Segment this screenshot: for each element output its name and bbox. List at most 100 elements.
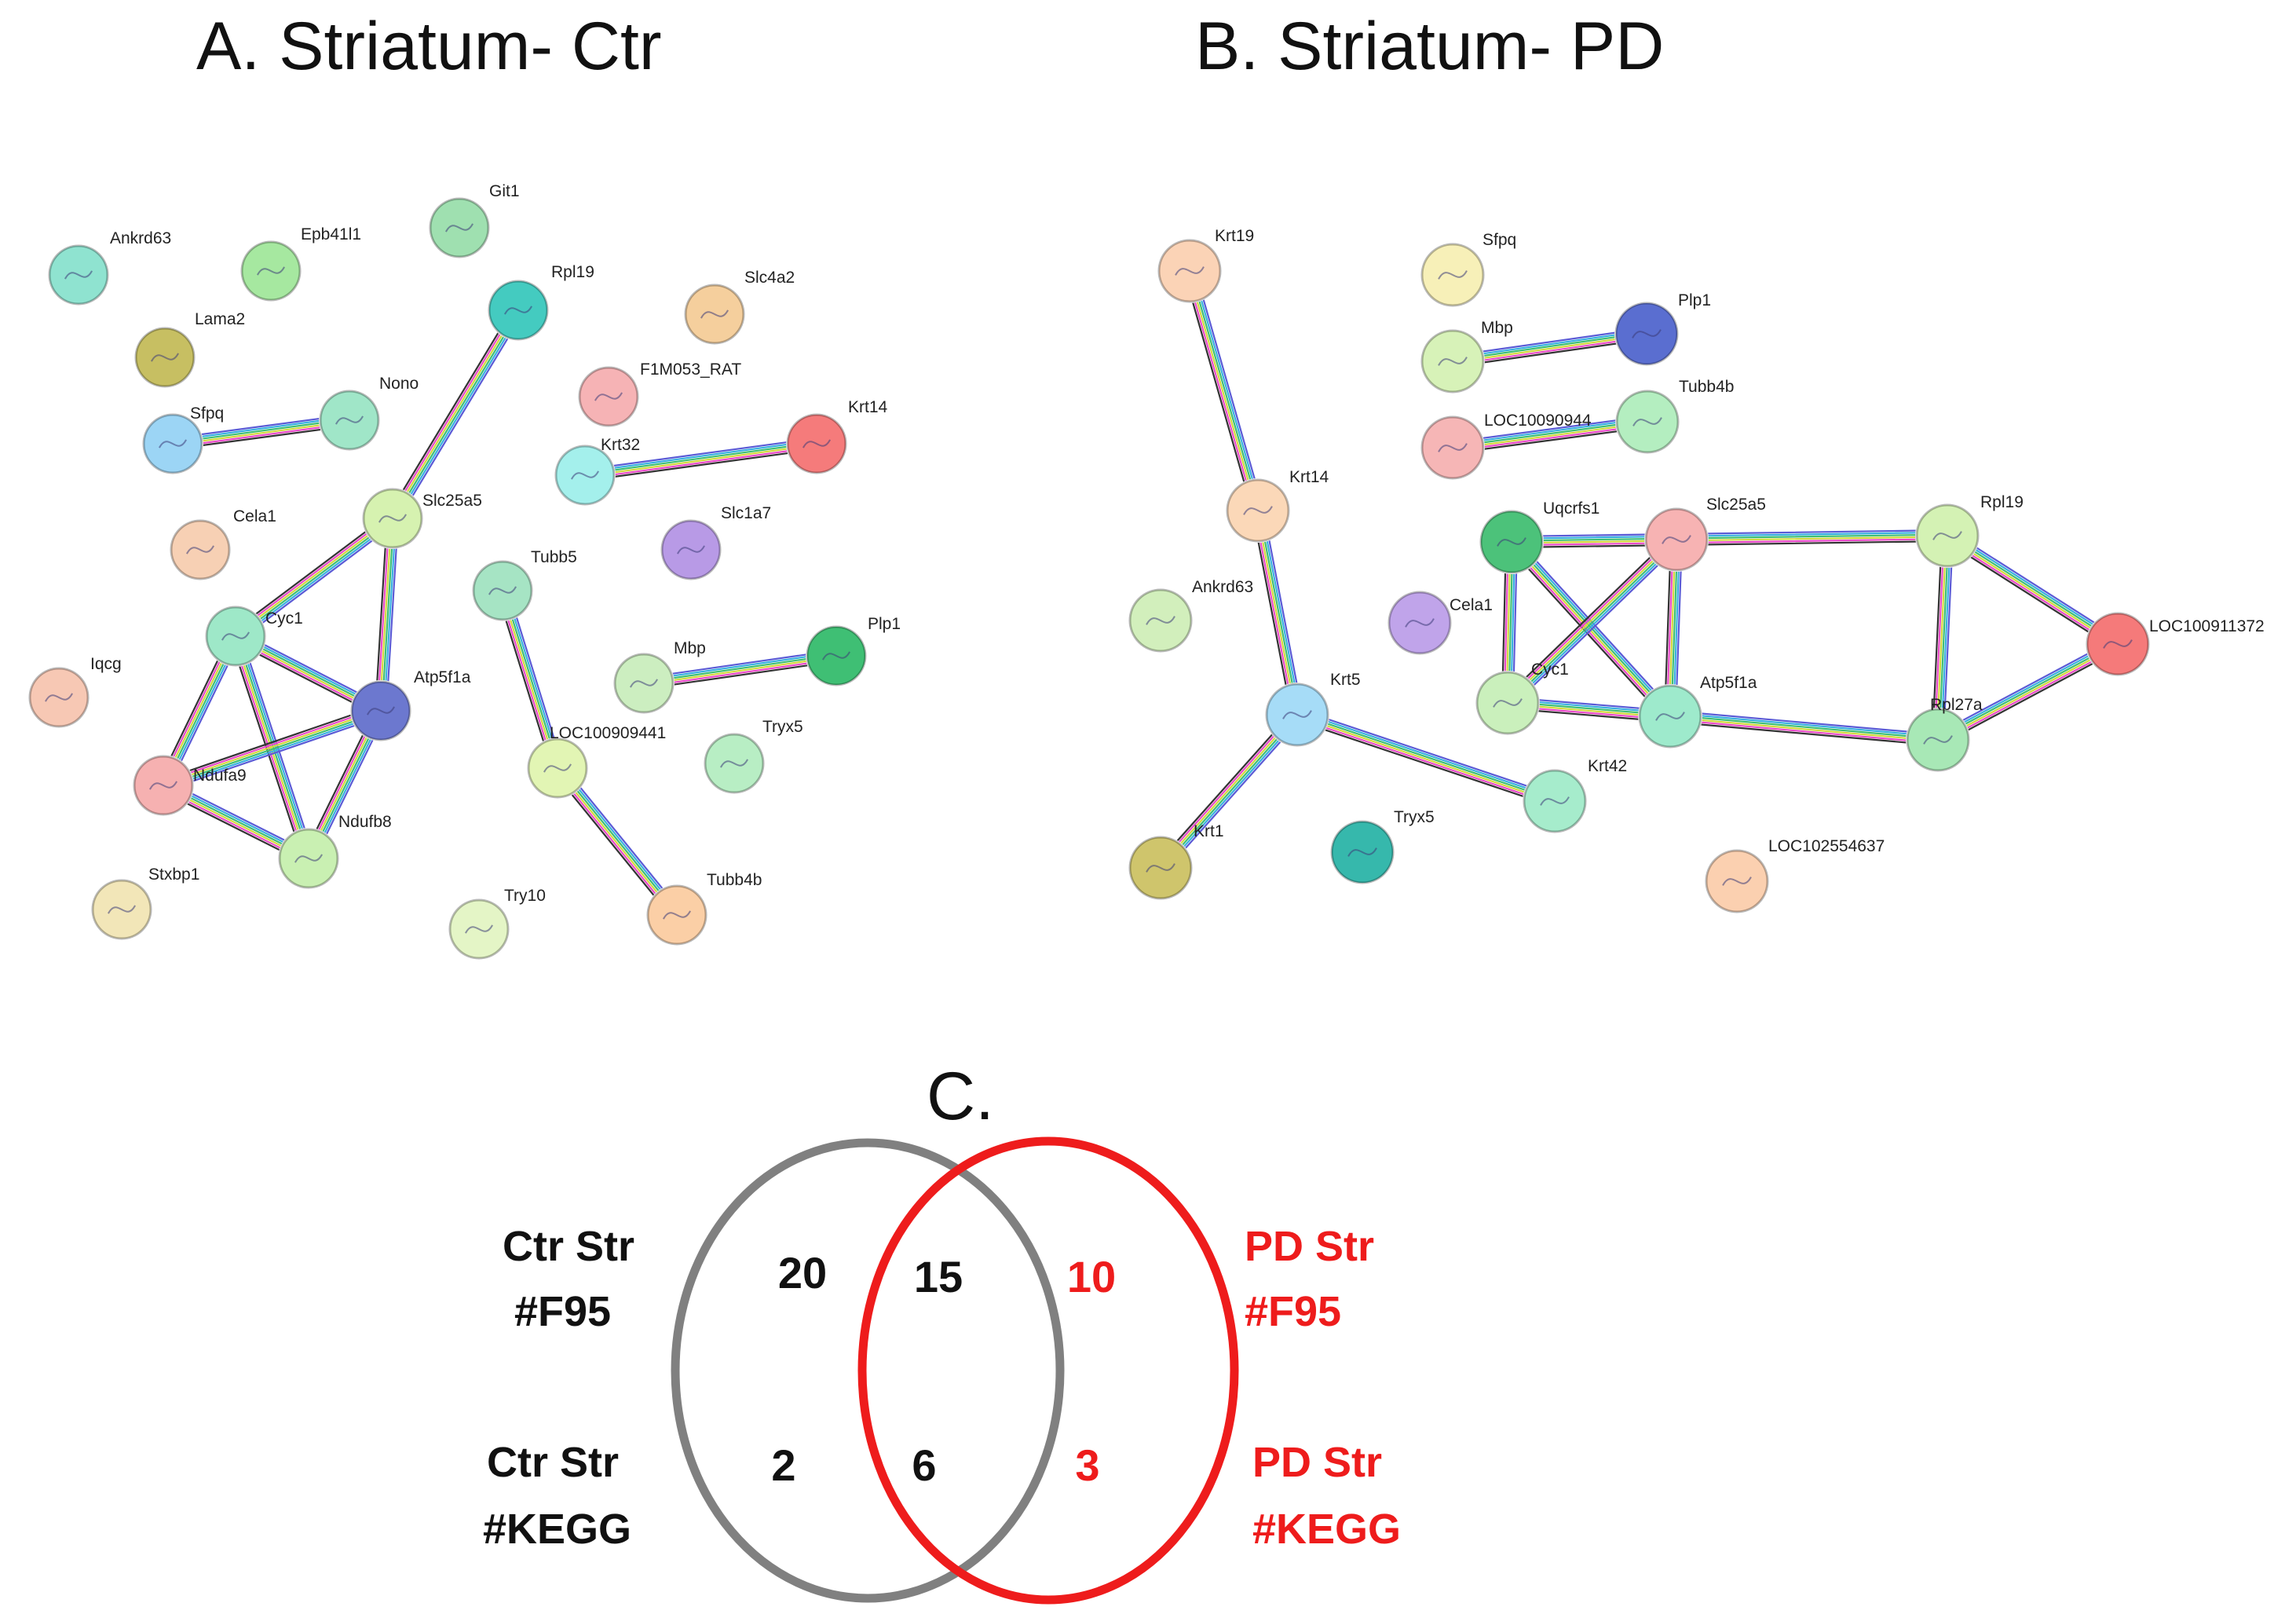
protein-structure-icon — [720, 759, 748, 768]
edge-line — [1669, 716, 1939, 742]
node-label: Plp1 — [868, 615, 901, 633]
node-mbp[interactable]: Mbp — [1420, 319, 1513, 393]
node-atp5f1a[interactable]: Atp5f1a — [350, 668, 471, 741]
node-label: F1M053_RAT — [640, 360, 741, 379]
node-ankrd63[interactable]: Ankrd63 — [1128, 578, 1253, 653]
node-stxbp1[interactable]: Stxbp1 — [91, 866, 199, 940]
venn-count-kegg-both: 6 — [912, 1440, 936, 1490]
node-krt5[interactable]: Krt5 — [1265, 671, 1361, 747]
node-ring — [488, 280, 549, 341]
node-uqcrfs1[interactable]: Uqcrfs1 — [1479, 500, 1600, 574]
node-ring — [448, 898, 510, 960]
node-epb41l1[interactable]: Epb41l1 — [240, 225, 361, 302]
node-ring — [1906, 708, 1970, 772]
protein-structure-icon — [64, 270, 93, 280]
protein-structure-icon — [1438, 357, 1468, 366]
node-label: Rpl19 — [1980, 493, 2024, 511]
node-tubb4b[interactable]: Tubb4b — [1615, 378, 1734, 454]
node-slc1a7[interactable]: Slc1a7 — [660, 504, 771, 580]
protein-structure-icon — [257, 266, 285, 276]
node-tubb4b[interactable]: Tubb4b — [646, 871, 762, 946]
venn-left-label-f95-line2: #F95 — [514, 1288, 611, 1335]
node-git1[interactable]: Git1 — [429, 182, 520, 258]
node-label: Ndufa9 — [193, 767, 247, 785]
node-krt19[interactable]: Krt19 — [1157, 227, 1254, 303]
node-ring — [613, 653, 675, 714]
node-mbp[interactable]: Mbp — [613, 639, 706, 714]
node-label: Ankrd63 — [1192, 578, 1253, 596]
edge-line — [236, 520, 396, 640]
node-slc4a2[interactable]: Slc4a2 — [684, 269, 795, 345]
node-krt1[interactable]: Krt1 — [1128, 822, 1224, 900]
node-krt14[interactable]: Krt14 — [1226, 468, 1329, 543]
protein-structure-icon — [803, 439, 831, 448]
node-tryx5[interactable]: Tryx5 — [704, 718, 803, 794]
node-tubb5[interactable]: Tubb5 — [472, 548, 577, 621]
node-ring — [684, 284, 745, 345]
node-iqcg[interactable]: Iqcg — [28, 655, 122, 728]
protein-structure-icon — [1662, 535, 1691, 544]
node-ring — [786, 413, 847, 474]
node-rpl19[interactable]: Rpl19 — [1915, 493, 2024, 568]
node-ring — [28, 667, 90, 728]
node-loc102554637[interactable]: LOC102554637 — [1705, 837, 1885, 913]
node-slc25a5[interactable]: Slc25a5 — [1644, 496, 1766, 572]
edge-line — [1450, 327, 1647, 357]
edge-rpl27a-loc100911372 — [1934, 638, 2122, 746]
node-label: Tryx5 — [1394, 808, 1435, 826]
node-sfpq[interactable]: Sfpq — [1420, 231, 1516, 307]
node-loc10090944[interactable]: LOC10090944 — [1420, 412, 1592, 480]
node-rpl19[interactable]: Rpl19 — [488, 263, 594, 341]
node-ring — [660, 519, 722, 580]
node-ankrd63[interactable]: Ankrd63 — [48, 229, 171, 306]
node-try10[interactable]: Try10 — [448, 887, 546, 960]
edge-line — [643, 660, 839, 690]
protein-structure-icon — [504, 306, 532, 315]
node-ndufa9[interactable]: Ndufa9 — [133, 755, 247, 816]
node-loc100911372[interactable]: LOC100911372 — [2086, 612, 2265, 676]
edge-line — [1948, 532, 2121, 642]
edge-slc25a5-rpl19 — [1675, 529, 1949, 547]
node-krt42[interactable]: Krt42 — [1523, 757, 1627, 833]
edge-line — [1452, 422, 1649, 450]
node-krt14[interactable]: Krt14 — [786, 398, 888, 474]
edge-line — [1183, 271, 1254, 514]
edge-line — [393, 309, 521, 520]
protein-structure-icon — [445, 223, 473, 232]
node-cela1[interactable]: Cela1 — [170, 507, 276, 580]
node-nono[interactable]: Nono — [319, 375, 419, 451]
node-plp1[interactable]: Plp1 — [806, 615, 901, 686]
edge-line — [552, 770, 674, 920]
edge-line — [162, 708, 382, 785]
node-label: Krt14 — [848, 398, 888, 416]
node-rpl27a[interactable]: Rpl27a — [1906, 696, 1983, 772]
edge-line — [1940, 648, 2122, 746]
node-ring — [2086, 612, 2150, 676]
edge-line — [1450, 415, 1648, 444]
edge-atp5f1a-rpl27a — [1669, 709, 1940, 747]
node-cyc1[interactable]: Cyc1 — [205, 606, 303, 667]
node-ndufb8[interactable]: Ndufb8 — [278, 813, 392, 889]
edge-line — [1452, 334, 1648, 364]
node-plp1[interactable]: Plp1 — [1614, 291, 1711, 366]
node-label: Cela1 — [233, 507, 276, 525]
node-slc25a5[interactable]: Slc25a5 — [362, 488, 482, 549]
node-ring — [1265, 683, 1329, 747]
node-ring — [240, 240, 302, 302]
node-krt32[interactable]: Krt32 — [554, 436, 640, 506]
edge-line — [234, 516, 393, 636]
node-lama2[interactable]: Lama2 — [134, 310, 245, 388]
node-cela1[interactable]: Cela1 — [1387, 591, 1493, 655]
node-ring — [1638, 684, 1702, 748]
node-sfpq[interactable]: Sfpq — [142, 404, 224, 474]
node-f1m053-rat[interactable]: F1M053_RAT — [578, 360, 741, 427]
edge-line — [1669, 714, 1940, 740]
protein-structure-icon — [1932, 531, 1962, 540]
node-atp5f1a[interactable]: Atp5f1a — [1638, 674, 1757, 748]
node-loc100909441[interactable]: LOC100909441 — [527, 724, 666, 799]
edge-loc100909441-tubb4b — [552, 763, 682, 920]
node-cyc1[interactable]: Cyc1 — [1475, 661, 1569, 735]
edge-line — [1507, 539, 1679, 705]
node-tryx5[interactable]: Tryx5 — [1330, 808, 1435, 884]
